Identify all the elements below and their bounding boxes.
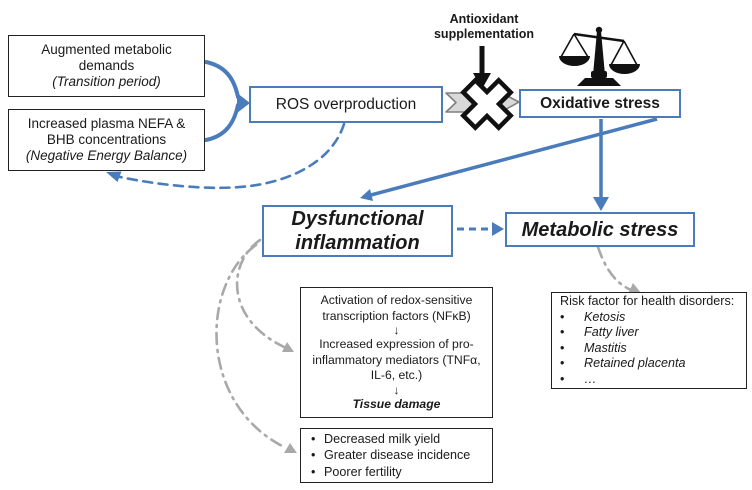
node-dysfunctional-inflammation: Dysfunctional inflammation: [262, 205, 453, 257]
list-item-text: …: [584, 371, 597, 386]
list-item: • Greater disease incidence: [311, 447, 486, 464]
down-arrow-icon: ↓: [393, 382, 400, 397]
arrow-metabolic-to-risks: [596, 245, 633, 292]
node-oxidative-stress: Oxidative stress: [519, 89, 681, 118]
list-item-text: Ketosis: [584, 309, 626, 324]
antioxidant-label-line: supplementation: [433, 27, 534, 41]
node-production-outcomes: • Decreased milk yield • Greater disease…: [300, 428, 493, 483]
list-item: • Retained placenta: [560, 356, 742, 372]
arrow-inflammation-to-outcomes: [215, 243, 288, 450]
supplementation-arrowhead: [473, 73, 491, 89]
list-item: • Fatty liver: [560, 325, 742, 341]
arrowhead-dysfunctional: [360, 189, 373, 201]
cascade-step1-line: transcription factors (NFκB): [322, 308, 471, 323]
list-item: • Mastitis: [560, 341, 742, 357]
node-label-line: Dysfunctional: [291, 208, 424, 230]
arrow-nefa-to-ros: [204, 103, 240, 142]
list-item: • …: [560, 372, 742, 388]
node-nfkb-cascade: Activation of redox-sensitive transcript…: [300, 287, 493, 418]
list-item-text: Fatty liver: [584, 325, 639, 339]
node-subtext: (Negative Energy Balance): [25, 147, 188, 163]
list-item-text: Decreased milk yield: [324, 431, 441, 446]
cascade-tissue-damage: Tissue damage: [352, 396, 441, 411]
list-item-text: Greater disease incidence: [324, 448, 471, 463]
list-item-text: Mastitis: [584, 340, 627, 355]
antioxidant-label-line: Antioxidant: [449, 12, 519, 26]
arrowhead-metabolic: [593, 197, 609, 211]
node-nefa-bhb-concentrations: Increased plasma NEFA & BHB concentratio…: [8, 109, 205, 171]
bullet-icon: •: [311, 448, 316, 463]
node-health-disorder-risks: Risk factor for health disorders: • Keto…: [551, 292, 747, 389]
node-ros-overproduction: ROS overproduction: [249, 86, 443, 123]
bullet-icon: •: [560, 356, 565, 370]
cascade-step2-line: Increased expression of pro-: [319, 337, 474, 351]
node-text-line: BHB concentrations: [46, 132, 167, 148]
node-augmented-metabolic-demands: Augmented metabolic demands (Transition …: [8, 35, 205, 97]
bullet-icon: •: [560, 325, 565, 339]
arrowhead-cascade: [282, 342, 294, 352]
list-item: • Decreased milk yield: [311, 431, 486, 448]
balance-scale-icon: [559, 26, 640, 86]
node-label: ROS overproduction: [275, 95, 417, 113]
bullet-icon: •: [560, 371, 565, 386]
list-item-text: Poorer fertility: [324, 464, 402, 479]
cascade-step2-line: inflammatory mediators (TNFα,: [312, 352, 481, 367]
bullet-icon: •: [560, 309, 565, 324]
antioxidant-supplementation-label: Antioxidant supplementation: [429, 12, 539, 42]
arrowhead-metabolic-dashed: [492, 222, 504, 236]
down-arrow-icon: ↓: [393, 323, 400, 337]
node-text-line: demands: [78, 58, 135, 74]
arrow-oxidative-to-dysfunctional: [370, 117, 658, 197]
node-label: Oxidative stress: [540, 94, 660, 112]
bullet-icon: •: [311, 464, 316, 479]
list-item: • Ketosis: [560, 310, 742, 326]
list-item: • Poorer fertility: [311, 464, 486, 481]
arrowhead-risks: [628, 283, 641, 294]
risks-title: Risk factor for health disorders:: [560, 294, 735, 308]
list-item-text: Retained placenta: [584, 356, 686, 370]
node-metabolic-stress: Metabolic stress: [505, 212, 695, 247]
arrow-feedback-dashed: [118, 122, 346, 190]
arrow-inflammation-to-cascade: [235, 238, 286, 349]
node-label: Metabolic stress: [521, 218, 679, 241]
cascade-step1-line: Activation of redox-sensitive: [320, 293, 473, 307]
blocked-cross-icon: [460, 77, 514, 131]
cascade-step2-line: IL-6, etc.): [370, 368, 423, 382]
node-label-line: inflammation: [295, 232, 420, 254]
bullet-icon: •: [560, 340, 565, 355]
arrow-demands-to-ros: [204, 60, 240, 99]
bullet-icon: •: [311, 431, 316, 446]
arrowhead-to-ros: [237, 93, 250, 113]
arrowhead-feedback: [106, 171, 122, 182]
node-subtext: (Transition period): [52, 73, 161, 89]
node-text-line: Augmented metabolic: [41, 42, 172, 58]
node-text-line: Increased plasma NEFA &: [27, 116, 186, 132]
arrowhead-outcomes: [284, 443, 297, 453]
